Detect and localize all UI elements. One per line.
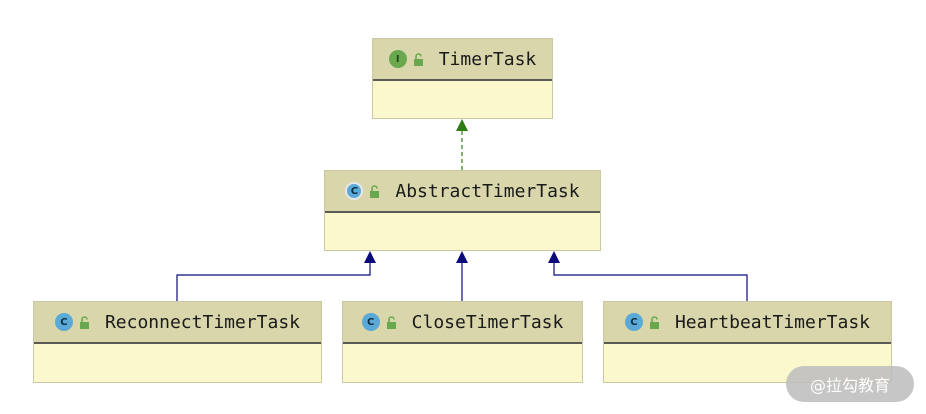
class-box-closetimertask[interactable]: C CloseTimerTask [342, 301, 583, 383]
extends-arrowhead-reconnect [364, 251, 376, 263]
interface-icon: I [388, 50, 407, 68]
watermark: @拉勾教育 [786, 366, 914, 402]
unlock-icon [79, 315, 89, 329]
abstract-class-icon: C [345, 182, 364, 200]
class-members [325, 213, 600, 249]
unlock-icon [370, 184, 380, 198]
implements-arrowhead [456, 119, 468, 131]
class-name: TimerTask [438, 48, 537, 70]
class-icon: C [624, 313, 643, 331]
unlock-icon [386, 315, 396, 329]
class-header: C CloseTimerTask [343, 302, 582, 344]
class-box-timertask[interactable]: I TimerTask [372, 38, 553, 119]
class-members [34, 344, 321, 380]
class-header: C ReconnectTimerTask [34, 302, 321, 344]
extends-line-heartbeat [553, 262, 748, 301]
class-header: C AbstractTimerTask [325, 171, 600, 213]
unlock-icon [413, 52, 423, 66]
class-members [343, 344, 582, 380]
class-name: HeartbeatTimerTask [674, 311, 871, 333]
class-box-reconnecttimertask[interactable]: C ReconnectTimerTask [33, 301, 322, 383]
class-name: CloseTimerTask [411, 311, 564, 333]
extends-arrowhead-close [456, 251, 468, 263]
extends-arrowhead-heartbeat [548, 251, 560, 263]
class-members [373, 81, 552, 117]
class-name: AbstractTimerTask [395, 180, 580, 202]
extends-line-reconnect [176, 262, 371, 301]
class-icon: C [361, 313, 380, 331]
class-box-abstracttimertask[interactable]: C AbstractTimerTask [324, 170, 601, 251]
class-header: I TimerTask [373, 39, 552, 81]
unlock-icon [649, 315, 659, 329]
class-header: C HeartbeatTimerTask [604, 302, 891, 344]
class-icon: C [54, 313, 73, 331]
class-name: ReconnectTimerTask [104, 311, 301, 333]
